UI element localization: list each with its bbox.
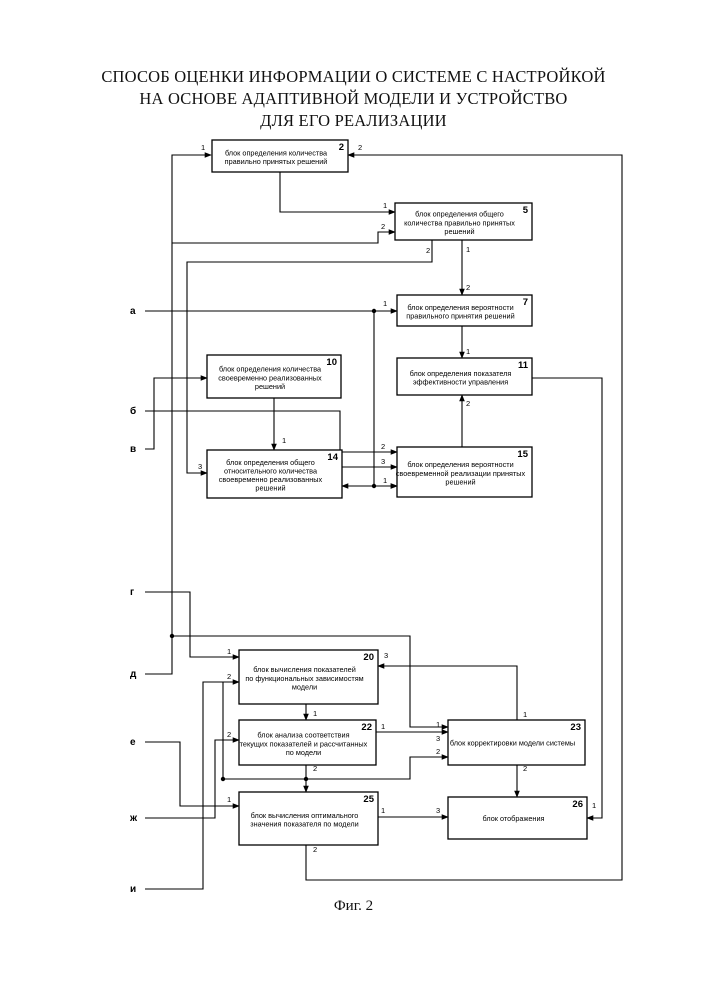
block-26: 26 блок отображения <box>448 797 587 839</box>
wire-input-b <box>145 411 397 452</box>
block-26-number: 26 <box>572 799 583 810</box>
port-11-in-2: 2 <box>466 399 470 408</box>
wire-a-to-15 <box>374 311 397 486</box>
port-5-out-1: 1 <box>466 245 470 254</box>
port-14-in-3: 3 <box>198 462 202 471</box>
port-5-in-2: 2 <box>381 222 385 231</box>
block-7: 7блок определения вероятностиправильного… <box>397 295 532 326</box>
port-23-in-2: 2 <box>436 747 440 756</box>
figure-caption: Фиг. 2 <box>0 898 707 915</box>
input-label-e: е <box>130 737 136 748</box>
port-15-in-2: 2 <box>381 442 385 451</box>
port-22-out-1: 1 <box>381 722 385 731</box>
blocks: 2блок определения количестваправильно пр… <box>207 140 587 845</box>
block-23-number: 23 <box>570 722 581 733</box>
port-5-out-2: 2 <box>426 246 430 255</box>
input-label-d: д <box>130 669 137 680</box>
port-7-in-1: 1 <box>383 299 387 308</box>
block-7-number: 7 <box>523 297 528 308</box>
port-23-in-1: 1 <box>436 720 440 729</box>
block-11-text-line: эффективности управления <box>413 378 508 387</box>
block-2-number: 2 <box>339 142 344 153</box>
port-22-out-2: 2 <box>313 764 317 773</box>
block-25-text-line: значения показателя по модели <box>250 820 358 829</box>
block-11-number: 11 <box>518 360 529 371</box>
block-14: 14блок определения общегоотносительного … <box>207 450 342 498</box>
block-15: 15блок определения вероятностисвоевремен… <box>396 447 532 497</box>
port-23-out-1: 1 <box>523 710 527 719</box>
block-14-text-line: решений <box>255 484 285 493</box>
port-20-in-1: 1 <box>227 647 231 656</box>
input-label-v: в <box>130 444 136 455</box>
port-23-out-2: 2 <box>523 764 527 773</box>
block-23: 23 блок корректировки модели системы <box>448 720 585 765</box>
block-10-text-line: решений <box>255 382 285 391</box>
wire-input-g <box>145 592 239 657</box>
block-22-number: 22 <box>361 722 372 733</box>
block-22-text-line: по модели <box>286 748 321 757</box>
block-26-text-line: блок отображения <box>483 814 545 823</box>
port-25-in-1: 1 <box>227 795 231 804</box>
port-7-in-2: 2 <box>466 283 470 292</box>
wire-input-i <box>145 682 239 889</box>
input-label-i: и <box>130 884 136 895</box>
port-2-in-1: 1 <box>201 143 205 152</box>
block-2-text-line: правильно принятых решений <box>225 157 328 166</box>
port-14-in-1: 1 <box>282 436 286 445</box>
port-26-in-3: 3 <box>436 806 440 815</box>
input-label-a: а <box>130 306 136 317</box>
block-23-text-line: блок корректировки модели системы <box>450 738 575 747</box>
wire-input-d <box>145 155 211 674</box>
port-2-in-2: 2 <box>358 143 362 152</box>
port-5-in-1: 1 <box>383 201 387 210</box>
input-label-zh: ж <box>129 813 138 824</box>
wire-d-to-5 <box>172 232 395 243</box>
wire-23-to-20 <box>378 666 517 720</box>
block-20-number: 20 <box>363 652 374 663</box>
wire-2-to-5 <box>280 172 395 212</box>
port-20-in-3: 3 <box>384 651 388 660</box>
wire-input-e <box>145 742 239 806</box>
block-5-text-line: решений <box>444 227 474 236</box>
block-11: 11блок определения показателяэффективнос… <box>397 358 532 395</box>
port-23-in-3: 3 <box>436 734 440 743</box>
block-20-text-line: модели <box>292 682 317 691</box>
block-20: 20блок вычисления показателейпо функцион… <box>239 650 378 704</box>
input-labels: а б в г д е ж и <box>129 306 138 895</box>
block-14-number: 14 <box>327 452 338 463</box>
block-2: 2блок определения количестваправильно пр… <box>212 140 348 172</box>
wire-input-v <box>145 378 207 449</box>
port-25-out-1: 1 <box>381 806 385 815</box>
wire-25-to-2 <box>306 155 622 880</box>
input-label-g: г <box>130 587 134 598</box>
block-5-number: 5 <box>523 205 529 216</box>
input-label-b: б <box>130 405 136 417</box>
block-15-number: 15 <box>517 449 528 460</box>
port-15-in-3: 3 <box>381 457 385 466</box>
block-15-text-line: решений <box>445 477 475 486</box>
block-25: 25блок вычисления оптимальногозначения п… <box>239 792 378 845</box>
port-22-in-1: 1 <box>313 709 317 718</box>
block-10-number: 10 <box>326 357 337 368</box>
port-22-in-2: 2 <box>227 730 231 739</box>
block-7-text-line: правильного принятия решений <box>406 312 514 321</box>
port-15-in-1: 1 <box>383 476 387 485</box>
port-20-in-2: 2 <box>227 672 231 681</box>
block-25-number: 25 <box>363 794 374 805</box>
block-5: 5блок определения общегоколичества прави… <box>395 203 532 240</box>
port-26-in-1: 1 <box>592 801 596 810</box>
block-22: 22блок анализа соответствиятекущих показ… <box>239 720 376 765</box>
port-25-out-2: 2 <box>313 845 317 854</box>
block-10: 10блок определения количествасвоевременн… <box>207 355 341 398</box>
port-11-in-1: 1 <box>466 347 470 356</box>
connections <box>145 155 622 889</box>
